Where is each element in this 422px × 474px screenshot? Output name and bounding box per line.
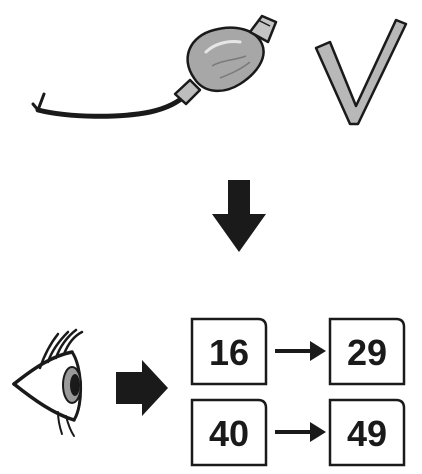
number-bottom-to: 49 (347, 413, 387, 454)
eye-icon (12, 328, 84, 437)
number-pair-bottom: 40 49 (190, 398, 406, 467)
right-arrow-icon (116, 360, 168, 416)
arrow-small-icon (275, 422, 326, 442)
number-box-bottom-to: 49 (328, 398, 406, 467)
number-pair-top: 16 29 (190, 317, 406, 386)
check-mark-icon (314, 18, 408, 126)
number-top-to: 29 (347, 332, 387, 373)
down-arrow-icon (212, 180, 266, 252)
number-bottom-from: 40 (209, 413, 249, 454)
arrow-small-icon (275, 341, 326, 361)
number-box-bottom-from: 40 (190, 398, 268, 467)
number-top-from: 16 (209, 332, 249, 373)
hose-bulb-icon (31, 14, 278, 119)
number-box-top-to: 29 (328, 317, 406, 386)
number-box-top-from: 16 (190, 317, 268, 386)
